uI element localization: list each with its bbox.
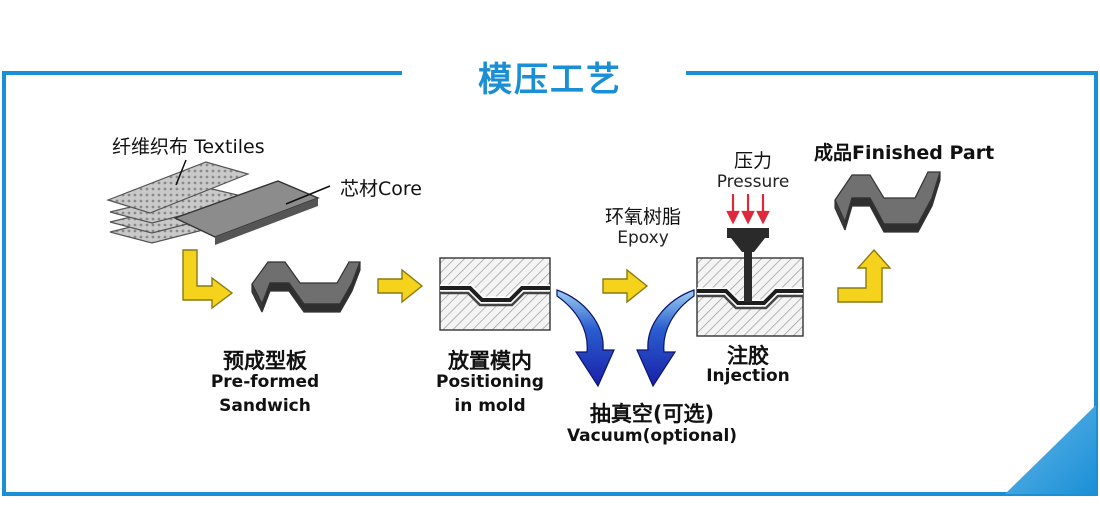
label-finished: 成品Finished Part	[814, 142, 995, 164]
core-sheet	[173, 180, 320, 245]
preformed-sandwich	[251, 261, 361, 313]
label-preformed-en2: Sandwich	[219, 396, 311, 416]
label-vacuum-en: Vacuum(optional)	[566, 426, 738, 446]
core-leader	[285, 185, 331, 205]
label-epoxy-cn: 环氧树脂	[604, 206, 681, 228]
label-injection-en: Injection	[706, 366, 790, 386]
label-core: 芯材Core	[340, 178, 422, 200]
label-injection-cn: 注胶	[727, 344, 769, 368]
label-positioning-en1: Positioning	[436, 372, 544, 392]
mold	[439, 257, 551, 331]
pressure-arrow	[726, 194, 770, 225]
border-frame	[2, 71, 1098, 496]
yellow-flow-arrow	[602, 268, 649, 304]
label-positioning-cn: 放置模内	[448, 349, 532, 373]
yellow-flow-arrow	[837, 248, 892, 303]
page-title: 模压工艺	[478, 60, 622, 100]
label-positioning-en2: in mold	[454, 396, 526, 416]
yellow-flow-arrow	[377, 268, 424, 304]
finished-part	[834, 171, 941, 233]
label-preformed-cn: 预成型板	[223, 349, 307, 373]
label-textiles: 纤维织布 Textiles	[112, 136, 265, 158]
blue-curved-arrow	[636, 289, 695, 388]
corner-decoration	[1005, 405, 1096, 494]
label-pressure-cn: 压力	[733, 150, 772, 172]
label-pressure-en: Pressure	[716, 172, 790, 192]
yellow-flow-arrow	[182, 249, 234, 310]
injection-nozzle	[727, 228, 769, 302]
label-vacuum-cn: 抽真空(可选)	[589, 402, 715, 426]
label-preformed-en1: Pre-formed	[210, 372, 320, 392]
label-epoxy-en: Epoxy	[617, 228, 669, 248]
textiles-leader	[175, 159, 187, 186]
blue-curved-arrow	[556, 289, 615, 388]
